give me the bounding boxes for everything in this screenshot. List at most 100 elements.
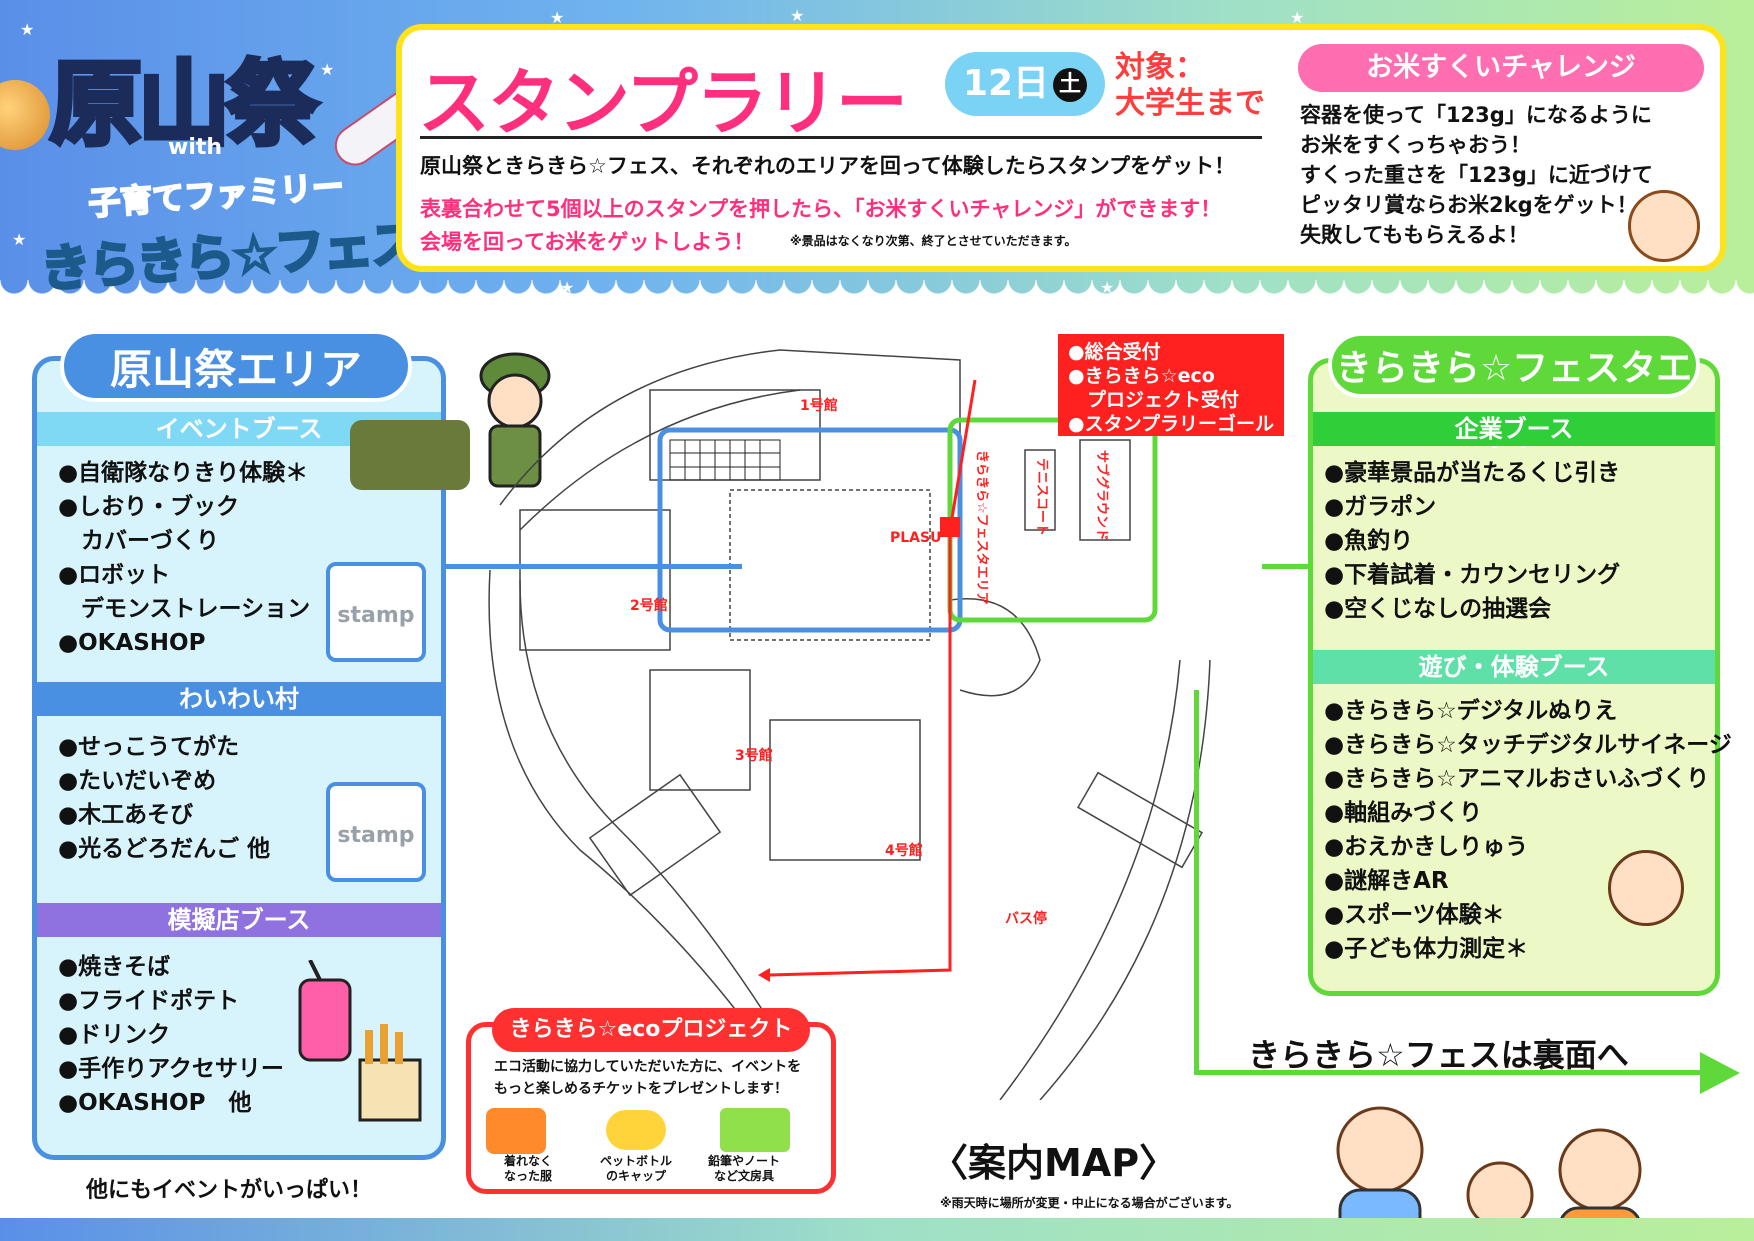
logo-with: with bbox=[168, 135, 223, 160]
eco-item-label: 着れなく bbox=[504, 1154, 553, 1168]
connector-line bbox=[1194, 1070, 1714, 1075]
eco-line: もっと楽しめるチケットをプレゼントします！ bbox=[494, 1081, 788, 1097]
play-booth-list: ●きらきら☆デジタルぬりえ ●きらきら☆タッチデジタルサイネージ ●きらきら☆ア… bbox=[1324, 694, 1732, 966]
list-item: ●きらきら☆タッチデジタルサイネージ bbox=[1324, 732, 1732, 758]
list-item: ●魚釣り bbox=[1324, 528, 1414, 554]
reception-line: ●スタンプラリーゴール bbox=[1068, 413, 1275, 435]
more-events-text: 他にもイベントがいっぱい！ bbox=[86, 1178, 373, 1203]
rice-line: すくった重さを「123g」に近づけて bbox=[1300, 163, 1653, 187]
clothes-icon bbox=[486, 1108, 546, 1154]
building-2-label: 2号館 bbox=[630, 597, 668, 614]
eco-item-label: なった服 bbox=[504, 1169, 553, 1183]
list-item: ●軸組みづくり bbox=[1324, 800, 1483, 826]
map-road bbox=[999, 659, 1181, 1100]
stationery-icon bbox=[720, 1108, 790, 1152]
star-icon: ★ bbox=[20, 20, 35, 39]
list-item: ●フライドポテト bbox=[58, 988, 240, 1014]
kirakira-area-label: きらきら☆フェスタエリア bbox=[974, 450, 989, 605]
building-3 bbox=[649, 669, 751, 791]
target-value: 大学生まで bbox=[1115, 86, 1265, 121]
eco-item-caps: ペットボトルのキャップ bbox=[600, 1154, 672, 1184]
drink-and-fries-illustration bbox=[298, 960, 422, 1122]
corporate-booth-header: 企業ブース bbox=[1313, 412, 1715, 446]
event-booth-list: ●自衛隊なりきり体験＊ ●しおり・ブック カバーづくり ●ロボット デモンストレ… bbox=[58, 456, 310, 660]
tennis-court bbox=[1024, 449, 1056, 531]
divider bbox=[420, 136, 1262, 139]
eco-item-label: ペットボトル bbox=[600, 1154, 673, 1168]
eco-item-label: 鉛筆やノート bbox=[708, 1154, 781, 1168]
waiwai-list: ●せっこうてがた ●たいだいぞめ ●木工あそび ●光るどろだんご 他 bbox=[58, 730, 270, 866]
stalls-list: ●焼きそば ●フライドポテト ●ドリンク ●手作りアクセサリー ●OKASHOP… bbox=[58, 950, 284, 1120]
bottle-cap-icon bbox=[606, 1110, 666, 1150]
list-item: ●せっこうてがた bbox=[58, 734, 240, 760]
rally-condition: 表裏合わせて5個以上のスタンプを押したら、「お米すくいチャレンジ」ができます！ bbox=[420, 197, 1222, 221]
reception-line: プロジェクト受付 bbox=[1068, 389, 1240, 411]
eco-item-stationery: 鉛筆やノートなど文房具 bbox=[708, 1154, 780, 1184]
list-item: ●謎解きAR bbox=[1324, 868, 1449, 894]
connector-line bbox=[1194, 690, 1199, 1074]
list-item: ●きらきら☆アニマルおさいふづくり bbox=[1324, 766, 1710, 792]
list-item: ●焼きそば bbox=[58, 954, 171, 980]
star-icon: ★ bbox=[12, 230, 27, 249]
connector-line bbox=[446, 564, 742, 569]
eco-line: エコ活動に協力していただいた方に、イベントを bbox=[494, 1059, 802, 1075]
eco-item-clothes: 着れなくなった服 bbox=[504, 1154, 552, 1184]
rice-line: 容器を使って「123g」になるように bbox=[1300, 103, 1652, 127]
list-item: ●OKASHOP 他 bbox=[58, 1090, 252, 1116]
reception-line: ●総合受付 bbox=[1068, 341, 1161, 363]
eco-project-title: きらきら☆ecoプロジェクト bbox=[492, 1008, 810, 1052]
stamp-box: stamp bbox=[326, 782, 426, 882]
arrow-icon bbox=[758, 968, 770, 982]
boy-illustration bbox=[1608, 850, 1684, 926]
list-item: ●スポーツ体験＊ bbox=[1324, 902, 1505, 928]
building-3-label: 3号館 bbox=[735, 747, 773, 764]
date-text: 12日 bbox=[962, 63, 1050, 104]
tennis-label: テニスコート bbox=[1034, 458, 1049, 536]
list-item: ●手作りアクセサリー bbox=[58, 1056, 284, 1082]
list-item: ●光るどろだんご 他 bbox=[58, 836, 271, 862]
building-1-label: 1号館 bbox=[800, 397, 838, 414]
list-item: ●ドリンク bbox=[58, 1022, 171, 1048]
map-road bbox=[519, 579, 801, 1071]
list-item: ●おえかきしりゅう bbox=[1324, 834, 1529, 860]
bus-stop-label: バス停 bbox=[1005, 910, 1047, 927]
star-icon: ★ bbox=[550, 8, 565, 27]
stalls-header: 模擬店ブース bbox=[37, 903, 441, 937]
list-item: ●OKASHOP bbox=[58, 630, 206, 656]
list-item: ●自衛隊なりきり体験＊ bbox=[58, 460, 309, 486]
star-icon: ★ bbox=[560, 278, 575, 297]
list-item: カバーづくり bbox=[58, 528, 219, 554]
list-item: ●木工あそび bbox=[58, 802, 194, 828]
date-badge: 12日土 bbox=[945, 52, 1105, 116]
list-item: ●ガラポン bbox=[1324, 494, 1437, 520]
plasu-building bbox=[729, 489, 931, 641]
play-booth-header: 遊び・体験ブース bbox=[1313, 650, 1715, 684]
map-road bbox=[1039, 659, 1211, 1100]
day-badge: 土 bbox=[1053, 68, 1088, 102]
arrow-right-icon bbox=[1700, 1052, 1740, 1094]
parking bbox=[588, 773, 722, 897]
map-title: 〈案内MAP〉 bbox=[930, 1141, 1178, 1185]
eco-route-line bbox=[769, 379, 977, 977]
header-scallop-edge bbox=[0, 280, 1754, 308]
harayama-area-title: 原山祭エリア bbox=[60, 330, 412, 402]
list-item: ●下着試着・カウンセリング bbox=[1324, 562, 1621, 588]
building-2 bbox=[519, 509, 671, 651]
target-audience: 対象： 大学生まで bbox=[1115, 50, 1265, 122]
rice-line: ピッタリ賞ならお米2kgをゲット！ bbox=[1300, 193, 1638, 217]
rice-challenge-title: お米すくいチャレンジ bbox=[1298, 44, 1704, 92]
map-road bbox=[499, 349, 961, 506]
target-label: 対象： bbox=[1115, 50, 1205, 85]
logo-title: 原山祭 bbox=[47, 49, 320, 161]
star-icon: ★ bbox=[1100, 278, 1115, 297]
plasu-label: PLASU bbox=[890, 530, 941, 546]
sub-ground-label: サブグラウンド bbox=[1094, 450, 1110, 541]
map-road bbox=[488, 569, 781, 1071]
list-item: ●きらきら☆デジタルぬりえ bbox=[1324, 698, 1618, 724]
star-icon: ★ bbox=[1290, 8, 1305, 27]
reception-box: ●総合受付 ●きらきら☆eco プロジェクト受付 ●スタンプラリーゴール bbox=[1058, 334, 1284, 436]
map-rain-note: ※雨天時に場所が変更・中止になる場合がございます。 bbox=[940, 1196, 1239, 1210]
grid-area bbox=[669, 439, 781, 481]
see-back-side-text: きらきら☆フェスは裏面へ bbox=[1248, 1036, 1629, 1074]
parking bbox=[1077, 771, 1203, 869]
